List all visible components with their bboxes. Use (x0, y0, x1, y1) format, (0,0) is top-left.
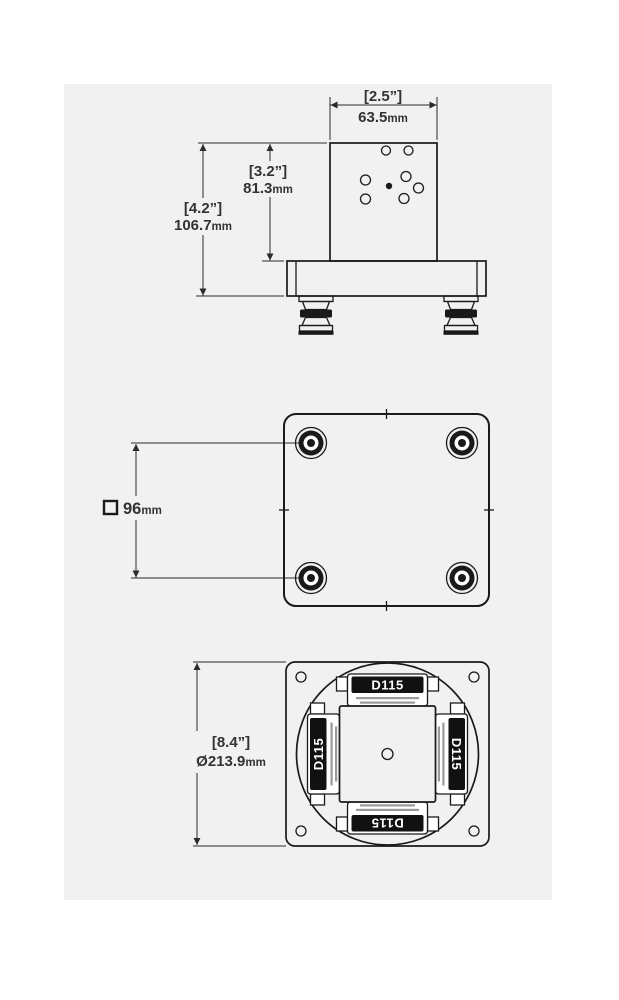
text-mask (189, 731, 275, 773)
mounting-bolt (294, 561, 328, 595)
module-fineprint (360, 804, 415, 807)
module-fineprint (356, 697, 419, 700)
center-block (338, 705, 437, 803)
module-label-plate (448, 718, 465, 790)
dim-diameter-metric: Ø213.9mm (196, 753, 266, 770)
isolator-foot (443, 295, 479, 335)
foot-pad (298, 331, 334, 335)
metric-unit: mm (212, 221, 232, 233)
module-tab (449, 793, 466, 806)
metric-unit: mm (387, 113, 407, 125)
module-label: D115 (371, 816, 403, 831)
square-symbol-icon (102, 499, 119, 516)
module-fineprint (442, 722, 445, 786)
metric-value: 96 (123, 500, 141, 518)
module-label: D115 (449, 738, 464, 770)
body-hole (400, 170, 412, 183)
dim-square-metric: 96mm (123, 500, 162, 518)
dim-width-metric: 63.5mm (358, 109, 408, 126)
module-tab (426, 676, 440, 692)
module-tab (449, 702, 466, 715)
module-fineprint (360, 701, 415, 704)
body-hole (412, 182, 425, 194)
module-fineprint (330, 722, 333, 786)
base-plate (286, 260, 487, 297)
body-hole (403, 145, 414, 156)
side-view: [2.5”] 63.5mm [3.2”] 81.3mm [4.2”] 106.7… (165, 88, 487, 335)
bolt-head (458, 574, 466, 582)
corner-hole (468, 825, 480, 837)
module-fineprint (437, 726, 440, 782)
mounting-bolt (294, 426, 328, 460)
module-tab (335, 676, 349, 692)
body-pin (385, 182, 393, 190)
module-label-plate (310, 718, 327, 790)
metric-unit: mm (245, 757, 265, 769)
foot-band (300, 309, 332, 318)
plan-view: 96mm (99, 409, 494, 611)
dim-upper-height-imperial: [3.2”] (249, 163, 287, 180)
body-hole (398, 192, 410, 205)
module-fineprint (356, 808, 419, 811)
bolt-head (307, 439, 315, 447)
center-hole (381, 747, 394, 761)
bottom-view: D115 D115 D115 D115 (189, 661, 490, 847)
metric-value: 81.3 (243, 180, 272, 197)
text-mask (239, 161, 299, 197)
corner-hole (295, 825, 307, 837)
dim-diameter-imperial: [8.4”] (212, 734, 250, 751)
body-hole (359, 174, 372, 186)
module-tab (309, 702, 326, 715)
bolt-head (458, 439, 466, 447)
mounting-bolt (445, 561, 479, 595)
module-tab (309, 793, 326, 806)
module-tab (335, 816, 349, 832)
metric-unit: mm (141, 505, 161, 517)
bolt-outline (294, 426, 328, 460)
bottom-plate (285, 661, 490, 847)
module-fineprint (335, 726, 338, 782)
isolator-foot (298, 295, 334, 335)
dim-width-imperial: [2.5”] (364, 88, 402, 105)
module-label: D115 (371, 678, 403, 693)
bolt-head (307, 574, 315, 582)
metric-value: 63.5 (358, 109, 387, 126)
dim-overall-height-metric: 106.7mm (174, 217, 232, 234)
bolt-outline (445, 426, 479, 460)
module-label-plate (351, 676, 424, 693)
corner-hole (295, 671, 307, 683)
body-hole (380, 145, 392, 156)
module-tab (426, 816, 440, 832)
metric-unit: mm (272, 184, 292, 196)
device-outline-circle (295, 662, 480, 846)
corner-hole (468, 671, 480, 683)
driver-module-left: D115 (306, 702, 341, 806)
bolt-outline (445, 561, 479, 595)
driver-module-right: D115 (434, 702, 469, 806)
text-mask (165, 198, 241, 235)
mounting-bolt (445, 426, 479, 460)
module-label-plate (351, 815, 424, 832)
foot-pad (443, 331, 479, 335)
metric-value: Ø213.9 (196, 753, 245, 770)
driver-module-top: D115 (335, 673, 440, 707)
dim-overall-height-imperial: [4.2”] (184, 200, 222, 217)
body-hole (359, 193, 372, 205)
driver-module-bottom: D115 (335, 801, 440, 835)
bolt-outline (294, 561, 328, 595)
metric-value: 106.7 (174, 217, 212, 234)
foot-band (445, 309, 477, 318)
module-label: D115 (311, 738, 326, 770)
dim-upper-height-metric: 81.3mm (243, 180, 293, 197)
